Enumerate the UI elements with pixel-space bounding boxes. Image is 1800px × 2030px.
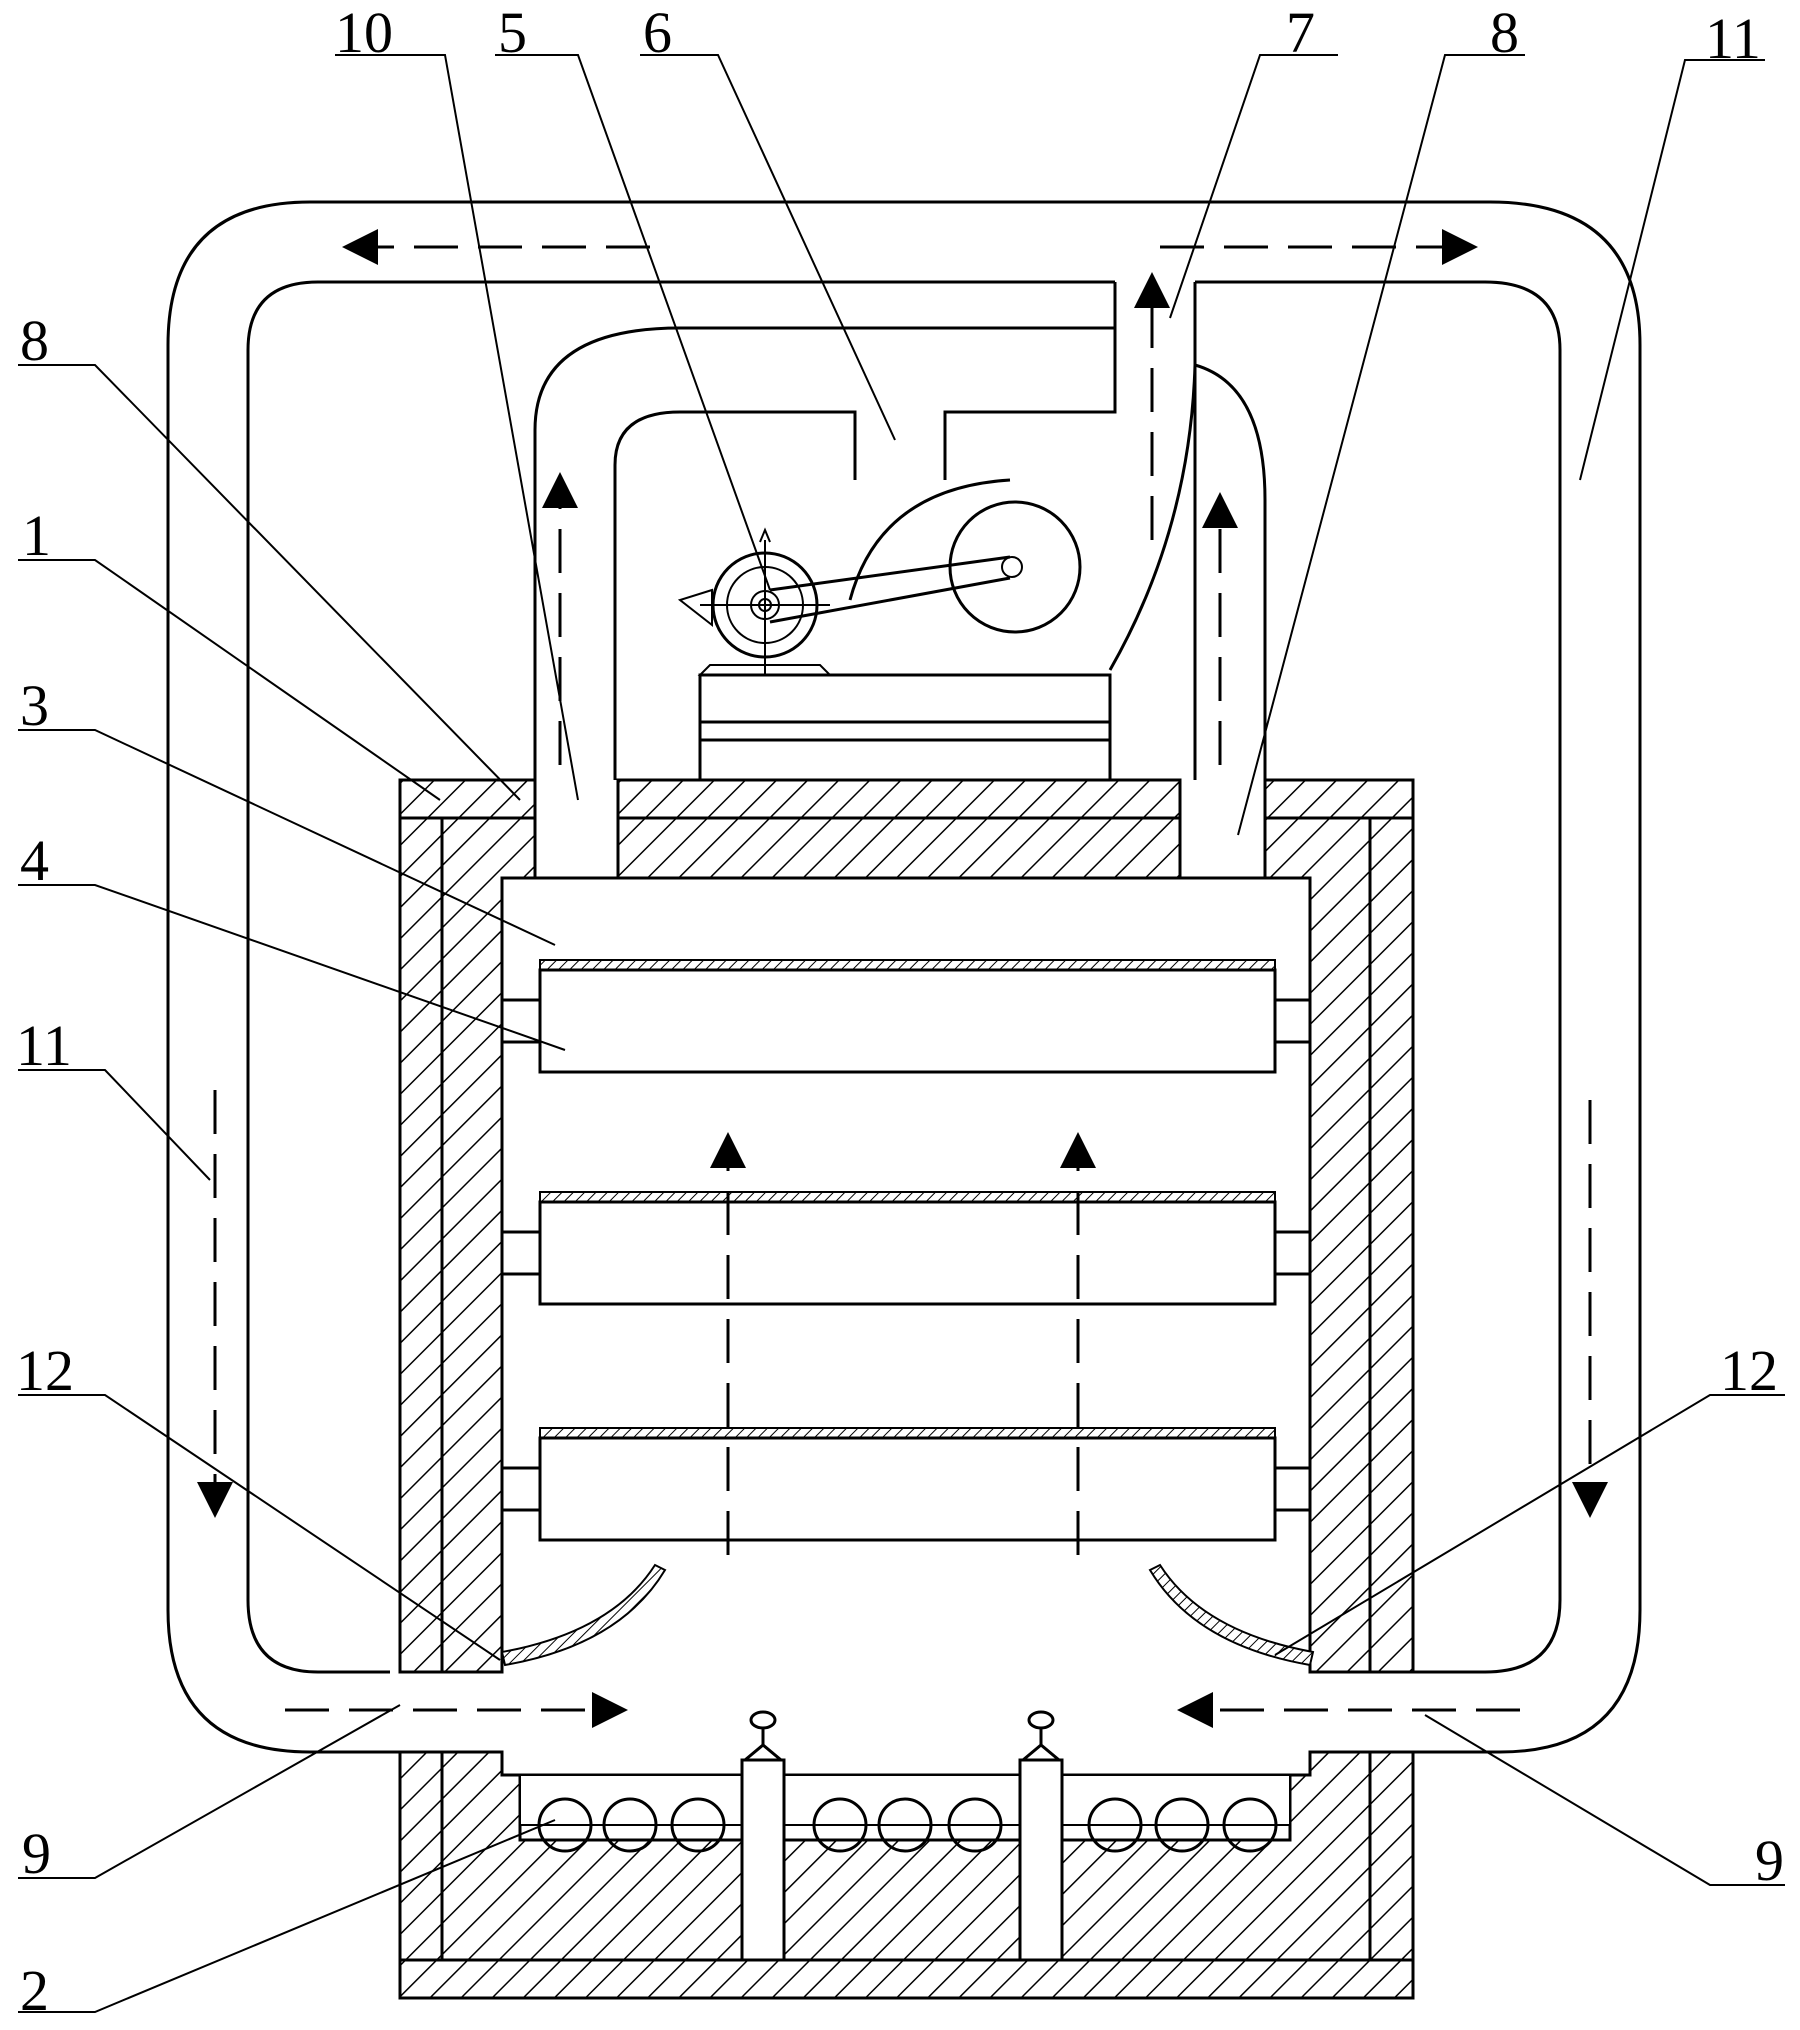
label-4: 4 — [20, 828, 49, 893]
label-1: 1 — [22, 503, 51, 568]
label-2: 2 — [20, 1958, 49, 2023]
tray-upper — [500, 959, 1312, 1074]
tray-rack — [500, 959, 1312, 1542]
burner-rod-right — [1018, 1710, 1064, 1962]
furnace-top-plate — [398, 778, 1415, 880]
burner-rod-left — [740, 1710, 786, 1962]
label-11-left: 11 — [16, 1013, 72, 1078]
airflow-arrows — [197, 229, 1608, 1728]
fan-housing — [533, 282, 1267, 780]
tray-middle — [500, 1191, 1312, 1306]
label-12-right: 12 — [1720, 1338, 1778, 1403]
label-3: 3 — [20, 673, 49, 738]
guide-plate-left — [500, 1563, 667, 1667]
label-6: 6 — [643, 0, 672, 65]
inner-chamber — [502, 818, 1310, 880]
label-10: 10 — [335, 0, 393, 65]
label-8-top: 8 — [1490, 0, 1519, 65]
tray-lower — [500, 1427, 1312, 1542]
label-5: 5 — [498, 0, 527, 65]
label-9-left: 9 — [22, 1821, 51, 1886]
reference-labels: 10 5 6 7 8 11 8 1 3 4 11 12 12 9 9 2 — [16, 0, 1784, 2023]
leader-lines — [18, 54, 1785, 2013]
label-11-right: 11 — [1705, 6, 1761, 71]
guide-plate-right — [1148, 1563, 1315, 1667]
label-9-right: 9 — [1755, 1828, 1784, 1893]
motor — [677, 527, 1023, 676]
motor-base — [698, 673, 1112, 782]
furnace-wall — [398, 816, 1415, 1674]
label-12-left: 12 — [16, 1338, 74, 1403]
label-8-left: 8 — [20, 308, 49, 373]
heating-tubes — [537, 1797, 1278, 1853]
heating-chamber — [398, 1710, 1415, 2000]
label-7: 7 — [1286, 0, 1315, 65]
circulation-duct — [166, 200, 1642, 1754]
